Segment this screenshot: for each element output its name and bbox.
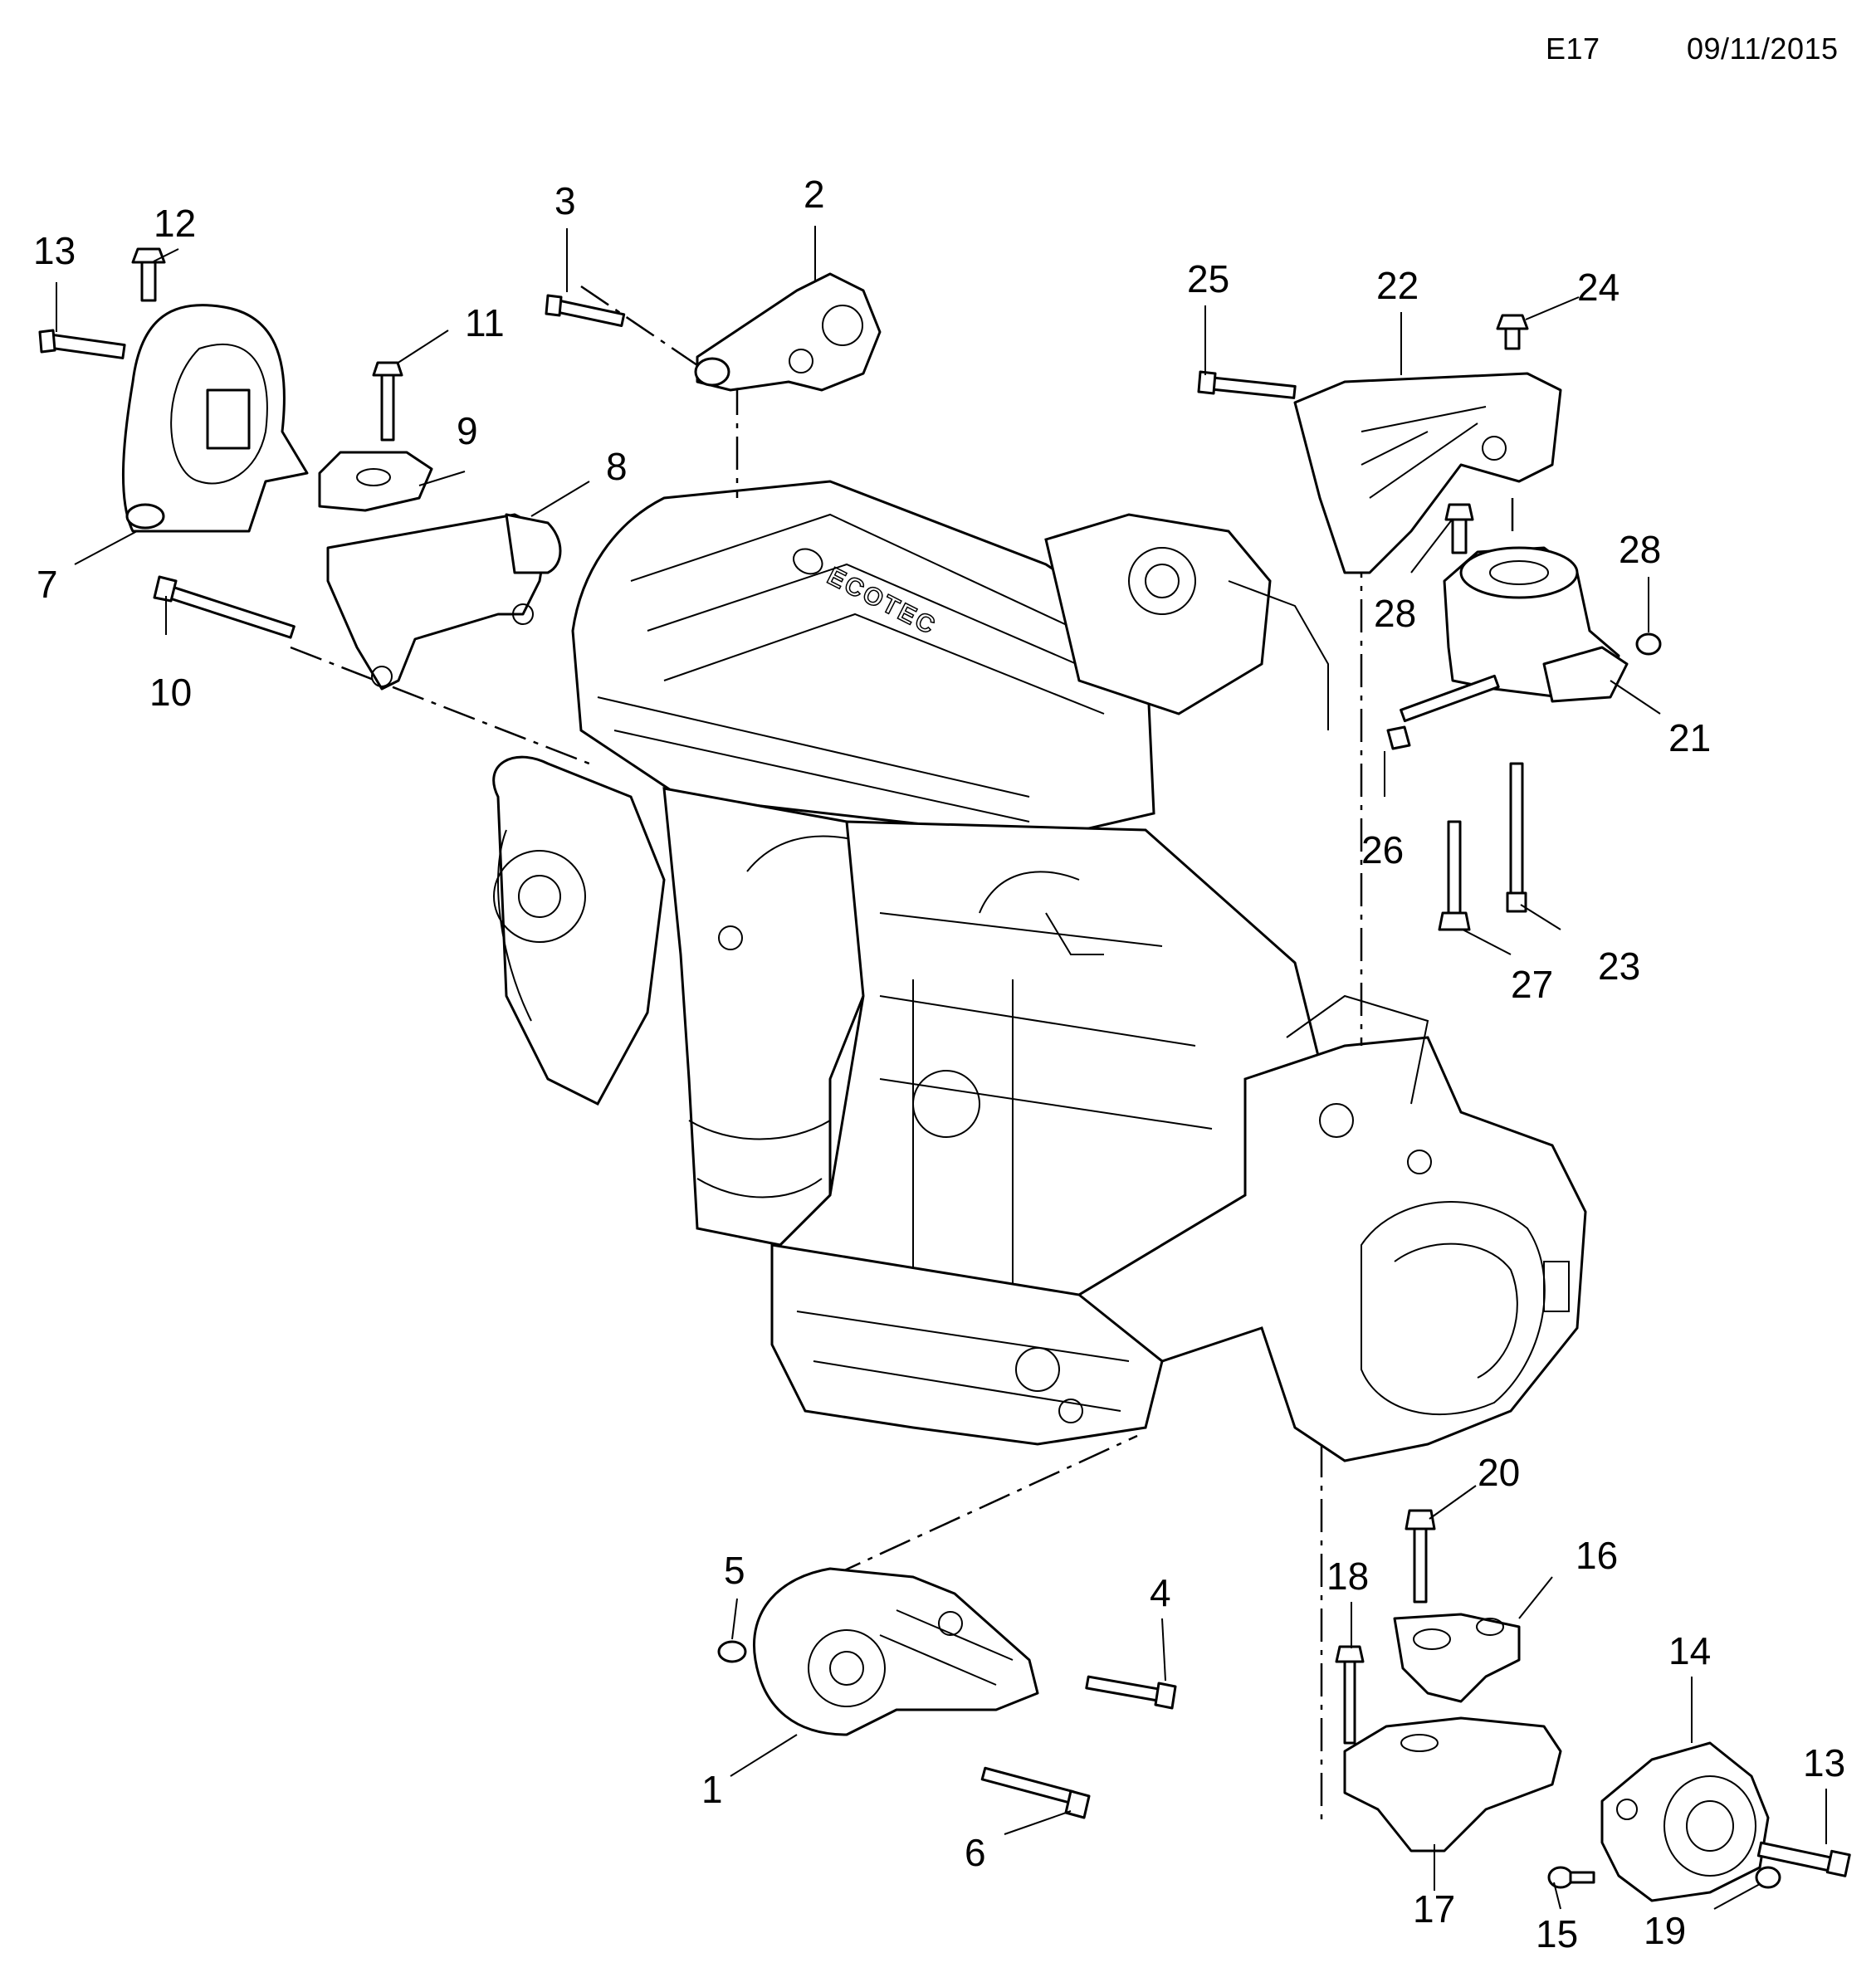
leader-lines <box>56 226 1827 1910</box>
lower-rear-bracket <box>1335 1509 1562 1853</box>
diagram-date: 09/11/2015 <box>1687 32 1839 66</box>
callout-28: 28 <box>1374 592 1416 635</box>
callout-20: 20 <box>1478 1451 1520 1494</box>
diagram-code: E17 <box>1546 32 1600 66</box>
callout-21: 21 <box>1668 716 1711 759</box>
callout-13-lower: 13 <box>1803 1741 1845 1784</box>
callout-28-right: 28 <box>1619 528 1661 571</box>
right-mount <box>1386 503 1662 931</box>
callout-5: 5 <box>724 1549 745 1592</box>
callout-26: 26 <box>1361 828 1404 871</box>
callout-27: 27 <box>1511 963 1553 1006</box>
engine-assembly: ECOTEC <box>492 480 1587 1462</box>
callout-24: 24 <box>1577 266 1620 309</box>
torque-rod <box>545 272 882 392</box>
callout-13: 13 <box>33 229 76 272</box>
callout-2: 2 <box>804 173 825 216</box>
callout-10: 10 <box>149 671 192 714</box>
callout-12: 12 <box>154 202 196 245</box>
callout-18: 18 <box>1326 1555 1369 1598</box>
upper-left-bracket <box>153 361 562 691</box>
callout-11: 11 <box>465 301 505 344</box>
callout-3: 3 <box>554 179 576 222</box>
callouts: 13 12 3 2 11 9 8 7 10 25 22 24 28 28 21 … <box>33 173 1845 1955</box>
callout-4: 4 <box>1150 1571 1171 1614</box>
lower-right-mount <box>1547 1741 1851 1902</box>
upper-right-bracket <box>1197 314 1562 574</box>
callout-19: 19 <box>1644 1909 1686 1952</box>
callout-17: 17 <box>1413 1887 1455 1931</box>
callout-25: 25 <box>1187 257 1229 300</box>
callout-15: 15 <box>1536 1912 1578 1955</box>
callout-6: 6 <box>965 1831 986 1874</box>
upper-left-mount <box>38 247 309 533</box>
callout-1: 1 <box>701 1768 723 1811</box>
lower-front-mount <box>717 1567 1177 1819</box>
callout-14: 14 <box>1668 1629 1711 1672</box>
callout-22: 22 <box>1376 264 1419 307</box>
callout-23: 23 <box>1598 945 1640 988</box>
callout-8: 8 <box>606 445 628 488</box>
callout-7: 7 <box>37 563 58 606</box>
callout-9: 9 <box>457 409 478 452</box>
callout-16: 16 <box>1576 1534 1618 1577</box>
